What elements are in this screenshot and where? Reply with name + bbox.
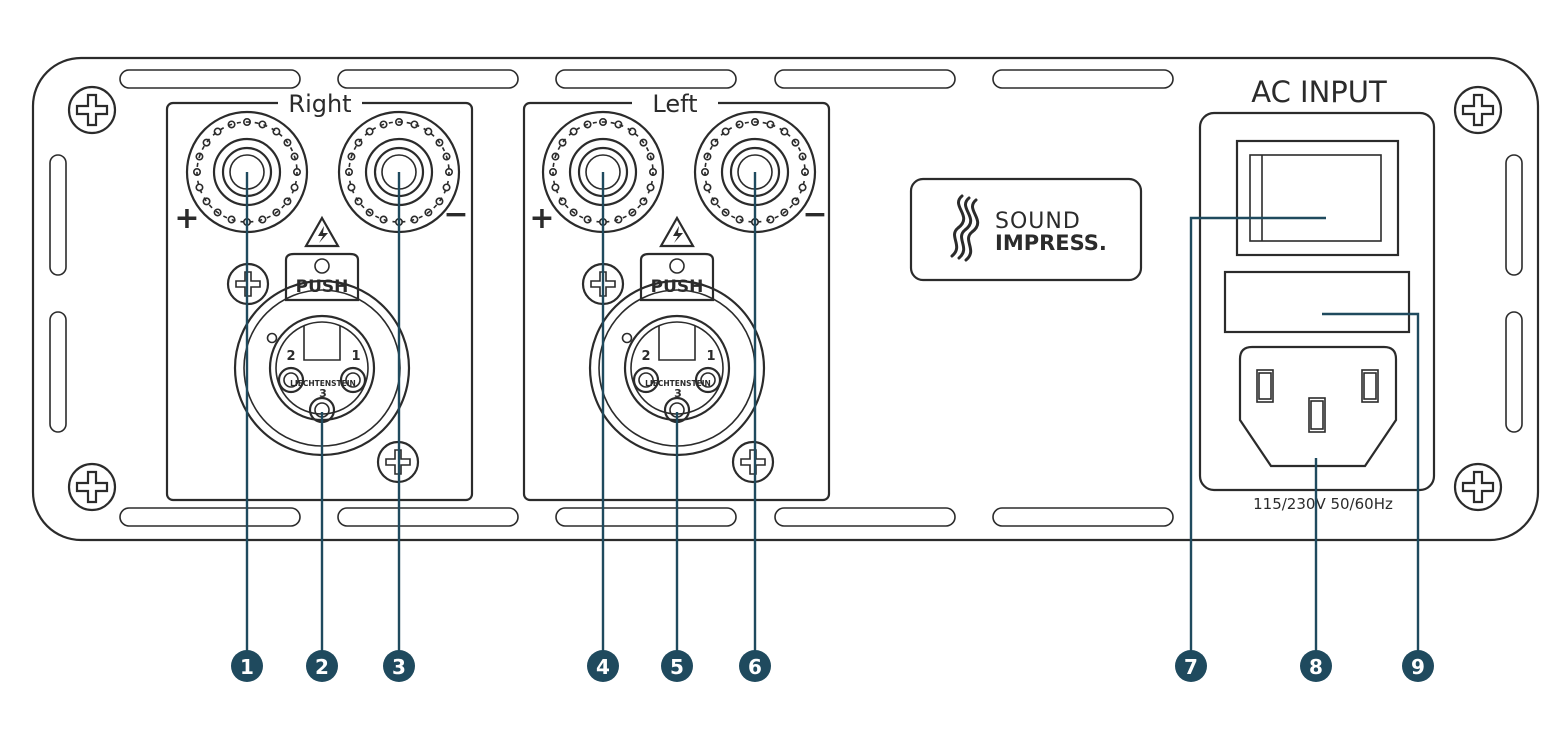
right-plus-sign: + [174,201,199,236]
callout-badge [306,650,338,682]
callout-2: 2 [306,412,338,682]
callout-badge [661,650,693,682]
callout-8: 8 [1300,458,1332,682]
callout-number: 9 [1411,655,1425,679]
screw-icon [731,440,775,484]
screw-icon [67,462,117,512]
ac-input-title: AC INPUT [1251,75,1387,109]
callout-7: 7 [1175,216,1326,682]
xlr-pin-3-label: 3 [319,387,327,400]
corner-screws [67,85,1503,512]
xlr-pin-2-label: 2 [641,349,650,364]
vent-slots-top [119,69,1174,89]
xlr-brand-label: LIECHTENSTEIN [290,379,356,388]
callout-number: 6 [748,655,762,679]
right-minus-sign: − [443,197,468,232]
callout-number: 7 [1184,655,1198,679]
left-channel-label: Left [652,90,697,118]
callout-badge [383,650,415,682]
right-channel-panel [165,101,474,502]
xlr-pin-1-label: 1 [706,349,715,364]
iec-power-socket[interactable] [1238,345,1398,468]
callout-badge [587,650,619,682]
callout-1: 1 [231,172,263,682]
vent-slots-side [49,154,1523,433]
voltage-rating: 115/230V 50/60Hz [1253,495,1393,513]
chassis-outline [31,56,1540,542]
callout-number: 2 [315,655,329,679]
callout-badge [1175,650,1207,682]
logo-line-1: SOUND [995,209,1081,234]
callout-badge [231,650,263,682]
logo-line-2: IMPRESS. [995,231,1107,255]
callout-number: 5 [670,655,684,679]
callout-4: 4 [587,172,619,682]
callout-number: 8 [1309,655,1323,679]
xlr-push-label: PUSH [296,277,349,297]
sound-impress-logo: SOUND IMPRESS. [909,177,1143,282]
left-minus-sign: − [802,197,827,232]
callout-5: 5 [661,412,693,682]
xlr-pin-3-label: 3 [674,387,682,400]
xlr-brand-label: LIECHTENSTEIN [645,379,711,388]
callout-3: 3 [383,172,415,682]
vent-slots-bottom [119,507,1174,527]
callout-number: 4 [596,655,610,679]
callout-badge [1300,650,1332,682]
warning-icon [659,215,695,248]
screw-icon [67,85,117,135]
fuse-holder[interactable] [1223,270,1411,334]
callout-number: 1 [240,655,254,679]
callout-6: 6 [739,172,771,682]
sound-impress-logo-icon [950,194,980,262]
callout-badge [739,650,771,682]
warning-icon [304,215,340,248]
callout-number: 3 [392,655,406,679]
xlr-pin-2-label: 2 [286,349,295,364]
right-channel-label: Right [288,90,351,118]
left-plus-sign: + [529,201,554,236]
callout-9: 9 [1322,312,1434,682]
screw-icon [1453,462,1503,512]
power-switch[interactable] [1235,139,1400,257]
xlr-pin-1-label: 1 [351,349,360,364]
binding-posts [185,110,817,234]
screw-icon [1453,85,1503,135]
xlr-push-label: PUSH [651,277,704,297]
callouts: 1 2 3 4 5 6 7 8 9 [231,172,1434,682]
callout-badge [1402,650,1434,682]
